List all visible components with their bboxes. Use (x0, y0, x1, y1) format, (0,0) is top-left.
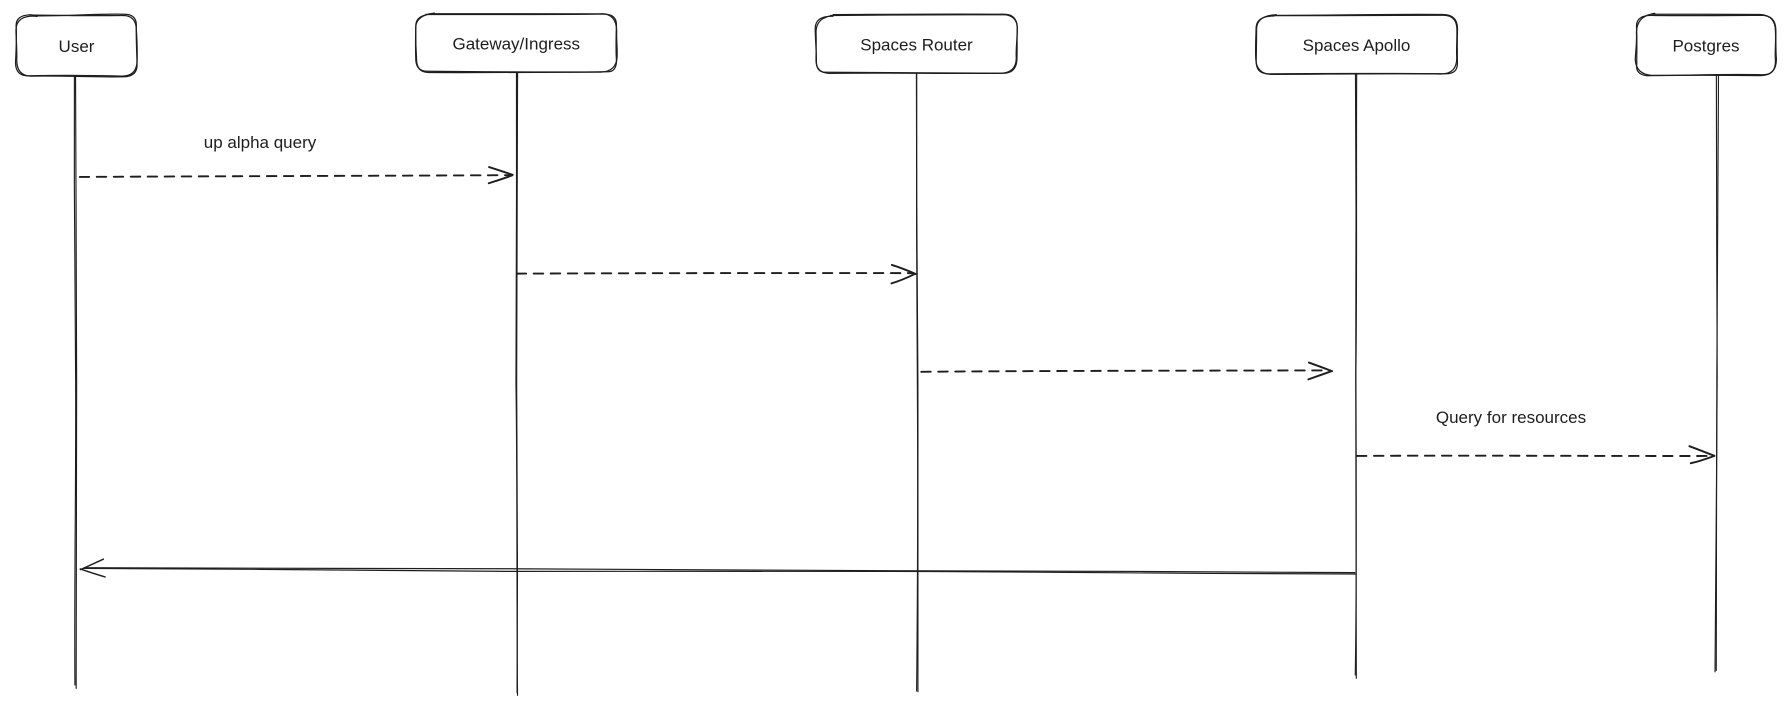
message-line-router-to-apollo (920, 369, 1332, 373)
sequence-diagram: User Gateway/Ingress Spaces Router Space… (14, 12, 1778, 696)
actor-box-spaces-router-overdraw (815, 13, 1018, 75)
lifeline-spaces-apollo-overdraw (1354, 73, 1358, 676)
message-arrowhead-apollo-to-postgres (1689, 454, 1716, 465)
message-apollo-to-user (79, 558, 1356, 578)
message-line-user-to-gateway (78, 174, 512, 178)
lifeline-user-overdraw (73, 75, 77, 686)
message-arrowhead-gateway-to-router (890, 272, 916, 285)
lifeline-spaces-router-overdraw (915, 72, 919, 692)
message-router-to-apollo (920, 361, 1333, 381)
message-arrowhead-user-to-gateway (488, 166, 514, 176)
actor-box-spaces-apollo-overdraw (1254, 14, 1458, 76)
actor-box-gateway-ingress-overdraw (414, 13, 618, 73)
actor-spaces-router: Spaces Router (814, 13, 1018, 693)
lifeline-user (74, 75, 78, 689)
lifeline-gateway-ingress-overdraw (516, 71, 519, 694)
message-label-apollo-to-postgres: Query for resources (1436, 408, 1586, 427)
actor-box-postgres-overdraw (1635, 14, 1778, 77)
message-arrowhead-apollo-to-user (79, 568, 106, 578)
actor-label-spaces-router: Spaces Router (860, 36, 973, 55)
lifeline-postgres-overdraw (1715, 74, 1720, 671)
message-line-apollo-to-user-overdraw (83, 567, 1356, 574)
actor-label-spaces-apollo: Spaces Apollo (1303, 36, 1411, 55)
message-apollo-to-postgres: Query for resources (1356, 408, 1716, 465)
actor-label-postgres: Postgres (1672, 37, 1739, 56)
message-line-gateway-to-router (515, 272, 915, 275)
message-arrowhead-router-to-apollo (1307, 361, 1333, 373)
actor-postgres: Postgres (1634, 12, 1778, 673)
actor-user: User (14, 13, 138, 689)
actor-label-gateway-ingress: Gateway/Ingress (452, 35, 580, 54)
actor-box-user-overdraw (14, 14, 138, 77)
message-gateway-to-router (515, 264, 917, 285)
actor-label-user: User (59, 37, 95, 56)
message-line-apollo-to-user (82, 567, 1356, 575)
message-user-to-gateway: up alpha query (78, 133, 514, 185)
message-arrowhead-user-to-gateway (487, 174, 513, 185)
message-arrowhead-apollo-to-postgres (1688, 445, 1716, 457)
actor-spaces-apollo: Spaces Apollo (1254, 13, 1459, 679)
actor-gateway-ingress: Gateway/Ingress (414, 12, 618, 696)
message-arrowhead-router-to-apollo (1307, 370, 1333, 381)
message-label-user-to-gateway: up alpha query (204, 133, 317, 152)
message-arrowhead-apollo-to-user (79, 558, 105, 571)
message-arrowhead-gateway-to-router (890, 264, 917, 275)
